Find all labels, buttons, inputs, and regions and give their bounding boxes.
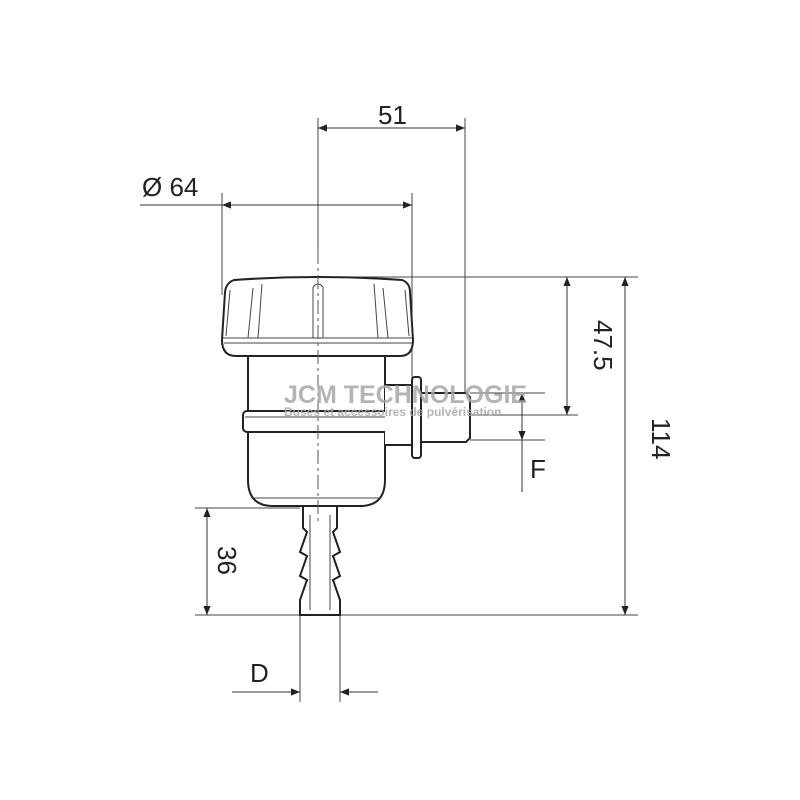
dim-label-114: 114	[646, 418, 676, 459]
dim-label-f: F	[530, 454, 546, 484]
dim-label-51: 51	[378, 100, 407, 130]
dim-label-47-5: 47.5	[588, 320, 618, 371]
dimension-lines	[140, 124, 629, 696]
filter-body	[220, 276, 471, 616]
watermark-title: JCM TECHNOLOGIE	[284, 381, 527, 409]
extension-lines	[195, 118, 638, 702]
dim-label-d: D	[250, 658, 269, 688]
watermark-subtitle: Buses et accessoires de pulvérisation	[284, 405, 501, 419]
dim-label-diameter-64: Ø 64	[142, 172, 198, 202]
dim-label-36: 36	[212, 546, 242, 575]
